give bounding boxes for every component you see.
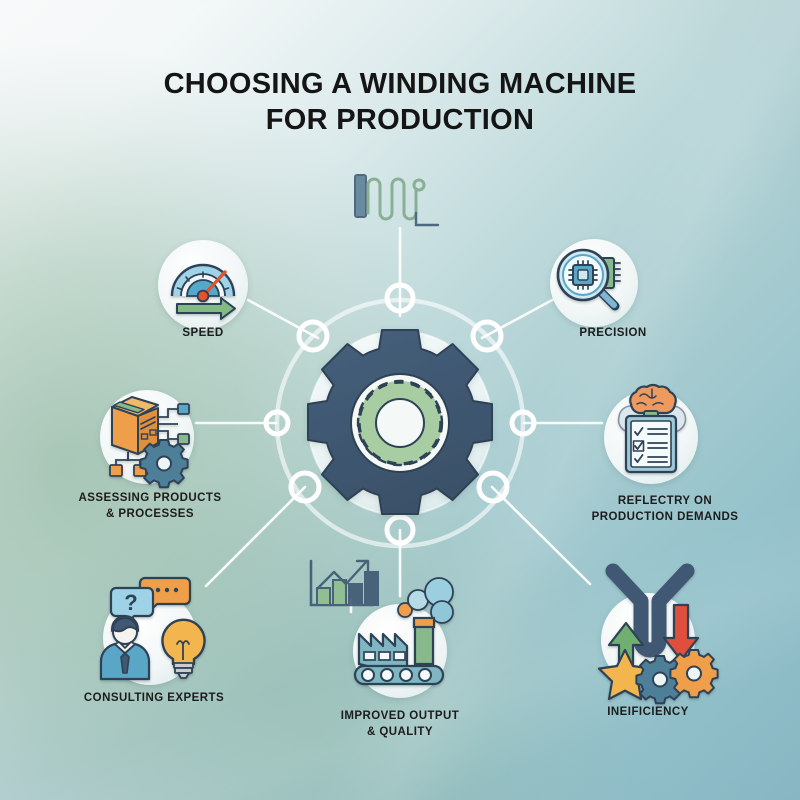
coil-lead [414,211,440,227]
label-speed: SPEED [98,326,308,342]
label-speed-line-1: SPEED [182,327,224,339]
node-improved-output[interactable] [353,577,454,698]
connector-speed [246,298,320,340]
person-speech-bulb-icon: ? [99,576,206,681]
chip-back-pins [613,262,621,282]
chart-bar-2 [332,579,347,606]
connector-precision [480,296,558,340]
ring-connector-dots [263,282,537,546]
box-side [137,407,159,455]
node-consulting-experts[interactable]: ? [99,576,206,685]
ring-dot-se [476,470,510,504]
label-ineificiency: INEIFICIENCY [543,705,753,721]
label-precision: PRECISION [508,326,718,342]
ring-dot-e [509,409,537,437]
coil-wire [366,177,418,221]
arrows-gears-star-icon [597,563,719,705]
speech-bubble-dots [155,587,179,593]
package-workflow-gear-icon [109,396,190,489]
ring-dot-s [384,514,416,546]
speedometer-icon [170,263,236,320]
ring-dot-ne [470,319,504,353]
connector-consulting [204,485,307,588]
label-output-line-2: & QUALITY [366,725,434,738]
gear-dash-ring [357,380,443,466]
gear-icon [307,329,493,515]
label-assessing-products: ASSESSING PRODUCTS & PROCESSES [45,491,255,522]
coil-winding-icon [354,174,440,227]
ring-dot-w [263,409,291,437]
outer-ring [274,297,526,549]
node-reflectry-production[interactable] [604,383,698,484]
chip-core [577,269,589,281]
label-consulting-experts: CONSULTING EXPERTS [49,691,259,707]
clipboard-paper [630,420,672,468]
chart-trend-arrowhead [355,559,370,574]
label-reflectry-line-1: REFLECTRY ON [617,495,713,507]
magnifier-chip-icon [556,248,621,311]
factory-windows [363,651,406,661]
workflow-node-2 [177,433,190,445]
box-tape [113,401,145,414]
ring-dot-n [384,282,416,314]
person-hair-front [112,617,138,633]
label-assessing-line-1: ASSESSING PRODUCTS [78,492,222,504]
node-assessing-products[interactable] [100,390,194,489]
label-precision-line-1: PRECISION [579,327,647,339]
workflow-node-1 [177,403,190,415]
label-reflectry-production: REFLECTRY ON PRODUCTION DEMANDS [560,494,770,525]
chart-bar-1 [316,587,331,606]
label-assessing-line-2: & PROCESSES [105,507,195,520]
arrow-down-red [662,603,700,662]
gauge-fill [186,279,220,297]
coil-core [354,174,367,218]
factory-conveyor-wheels [361,668,432,682]
speed-arrow [176,297,236,320]
clipboard-lines [647,428,668,463]
clipboard-checks [632,427,645,463]
title-line-1: CHOOSING A WINDING MACHINE [163,68,637,100]
title-line-2: FOR PRODUCTION [265,104,535,136]
ineificiency-gear-orange [669,649,719,699]
label-consulting-line-1: CONSULTING EXPERTS [83,692,225,704]
assessing-gear-bore [156,455,172,472]
smoke-4 [430,600,454,624]
assessing-gear [139,439,189,489]
chart-bar-4 [364,571,379,606]
chip-pins [568,260,598,290]
lightbulb-tip [177,672,190,679]
workflow-node-3 [109,464,123,477]
label-ineificiency-line-1: INEIFICIENCY [607,706,689,718]
bar-chart-growth-icon [309,559,379,607]
connector-ineificiency [490,485,592,586]
question-mark-glyph: ? [124,590,137,615]
factory-icon [353,577,454,686]
person-tie [120,652,130,674]
gear-blue-bore [652,671,668,688]
label-reflectry-line-2: PRODUCTION DEMANDS [591,510,739,523]
coil-terminal [412,178,426,192]
box-labels [140,416,157,440]
label-output-line-1: IMPROVED OUTPUT [340,710,460,722]
page-title: CHOOSING A WINDING MACHINE FOR PRODUCTIO… [0,66,800,138]
label-improved-output: IMPROVED OUTPUT & QUALITY [295,709,505,740]
gauge-pivot [196,289,210,303]
brain-folds [636,388,664,406]
smoke-1 [397,602,413,618]
brain-shape [629,383,677,415]
factory-chimney-cap [412,616,436,629]
node-ineificiency[interactable] [597,563,719,705]
chart-trend-arrow [315,559,369,591]
node-precision[interactable] [550,239,638,327]
gear-bore [375,398,425,448]
ring-dot-sw [288,470,322,504]
box-front [111,406,139,455]
chart-bar-3 [348,583,363,606]
brain-clipboard-icon [617,383,687,474]
gear-orange-bore [686,665,702,682]
node-speed[interactable] [158,240,248,330]
ring-dot-nw [296,319,330,353]
